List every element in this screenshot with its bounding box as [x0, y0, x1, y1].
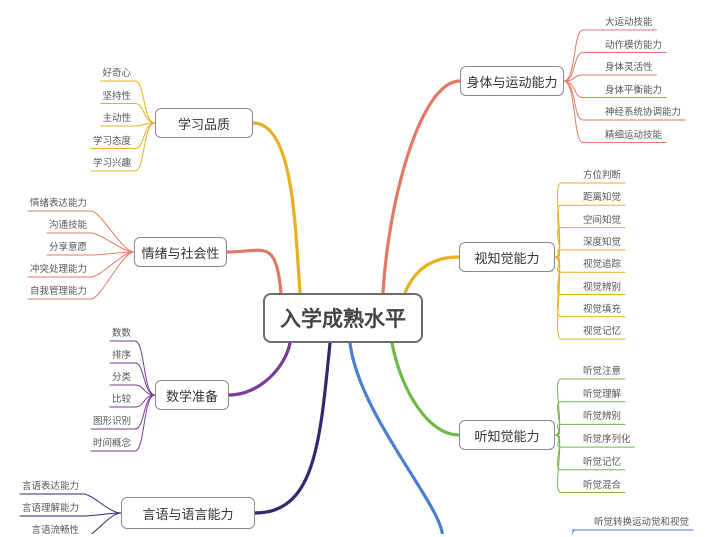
leaf-item: 情绪表达能力	[29, 198, 87, 209]
leaf-connector	[554, 401, 562, 436]
branch-speech-language: 言语与语言能力	[121, 497, 255, 529]
leaf-item: 学习态度	[92, 135, 131, 147]
leaf-item: 视觉填充	[583, 303, 622, 315]
leaf-connector	[134, 122, 156, 172]
leaf-item: 视觉记忆	[583, 326, 622, 338]
leaf-item: 听觉注意	[583, 366, 622, 377]
leaf-item: 视觉辨别	[583, 281, 622, 293]
leaf-item: 自我管理能力	[29, 286, 87, 297]
leaf-item: 分享意愿	[48, 242, 87, 253]
leaf-item: 分类	[111, 372, 131, 383]
leaf-connector	[134, 362, 156, 396]
branch-learning-quality: 学习品质	[155, 108, 253, 138]
leaf-connector	[90, 512, 122, 534]
leaf-connector	[554, 227, 562, 258]
leaf-item: 深度知觉	[583, 236, 622, 248]
leaf-item: 身体灵活性	[605, 62, 653, 73]
leaf-connector	[554, 204, 562, 258]
leaf-connector	[82, 493, 122, 514]
leaf-item: 时间概念	[92, 438, 131, 449]
center-topic: 入学成熟水平	[263, 293, 423, 343]
leaf-connector	[554, 434, 562, 471]
leaf-item: 视觉追踪	[583, 259, 622, 271]
leaf-item: 数数	[111, 328, 131, 339]
leaf-item: 冲突处理能力	[29, 264, 87, 275]
leaf-connector	[90, 232, 135, 253]
branch-physical-motor: 身体与运动能力	[460, 66, 564, 96]
leaf-item: 言语表达能力	[21, 481, 79, 492]
branch-emotion-social: 情绪与社会性	[134, 237, 227, 267]
leaf-item: 主动性	[102, 113, 131, 124]
leaf-connector	[90, 210, 135, 253]
branch-math-readiness: 数学准备	[155, 380, 229, 410]
leaf-connector	[554, 434, 562, 493]
leaf-item: 沟通技能	[48, 220, 87, 231]
leaf-item: 精细运动技能	[605, 129, 663, 141]
leaf-item: 听觉转换运动觉和视觉	[594, 517, 690, 528]
leaf-connector	[134, 103, 156, 124]
leaf-connector	[563, 29, 584, 82]
branch-connector	[227, 341, 292, 397]
leaf-item: 坚持性	[102, 90, 131, 102]
branch-connector	[253, 341, 332, 515]
leaf-connector	[554, 378, 562, 436]
leaf-connector	[563, 80, 584, 143]
leaf-item: 排序	[111, 350, 131, 361]
leaf-item: 听觉理解	[583, 388, 622, 400]
leaf-item: 大运动技能	[605, 17, 653, 28]
leaf-item: 神经系统协调能力	[605, 107, 682, 118]
leaf-item: 图形识别	[92, 416, 131, 427]
branch-connector	[390, 341, 461, 437]
leaf-item: 比较	[111, 394, 131, 405]
leaf-item: 空间知觉	[583, 214, 622, 226]
leaf-item: 动作模仿能力	[605, 39, 663, 51]
leaf-item: 言语理解能力	[21, 503, 79, 514]
leaf-connector	[554, 256, 562, 340]
leaf-item: 好奇心	[102, 68, 131, 79]
branch-auditory-perception: 听知觉能力	[459, 420, 555, 450]
leaf-item: 言语流畅性	[31, 525, 79, 536]
branch-visual-perception: 视知觉能力	[459, 242, 555, 272]
connector-lines	[19, 29, 694, 534]
leaf-item: 身体平衡能力	[605, 84, 663, 96]
leaf-connector	[134, 80, 156, 124]
leaf-item: 听觉序列化	[583, 434, 631, 446]
branch-connector	[403, 255, 461, 295]
leaf-item: 方位判断	[583, 170, 622, 181]
leaf-item: 学习兴趣	[92, 158, 131, 169]
leaf-connector	[571, 529, 577, 534]
branch-connector	[381, 79, 462, 295]
leaf-item: 听觉记忆	[583, 456, 622, 468]
leaf-item: 听觉辨别	[583, 411, 622, 423]
branch-connector	[348, 341, 444, 534]
leaf-connector	[563, 52, 584, 82]
leaf-connector	[90, 251, 135, 300]
leaf-connector	[134, 394, 156, 452]
leaf-connector	[134, 340, 156, 396]
leaf-item: 听觉混合	[583, 479, 622, 491]
leaf-item: 距离知觉	[583, 192, 622, 204]
branch-connector	[225, 248, 284, 307]
branch-connector	[251, 121, 302, 295]
